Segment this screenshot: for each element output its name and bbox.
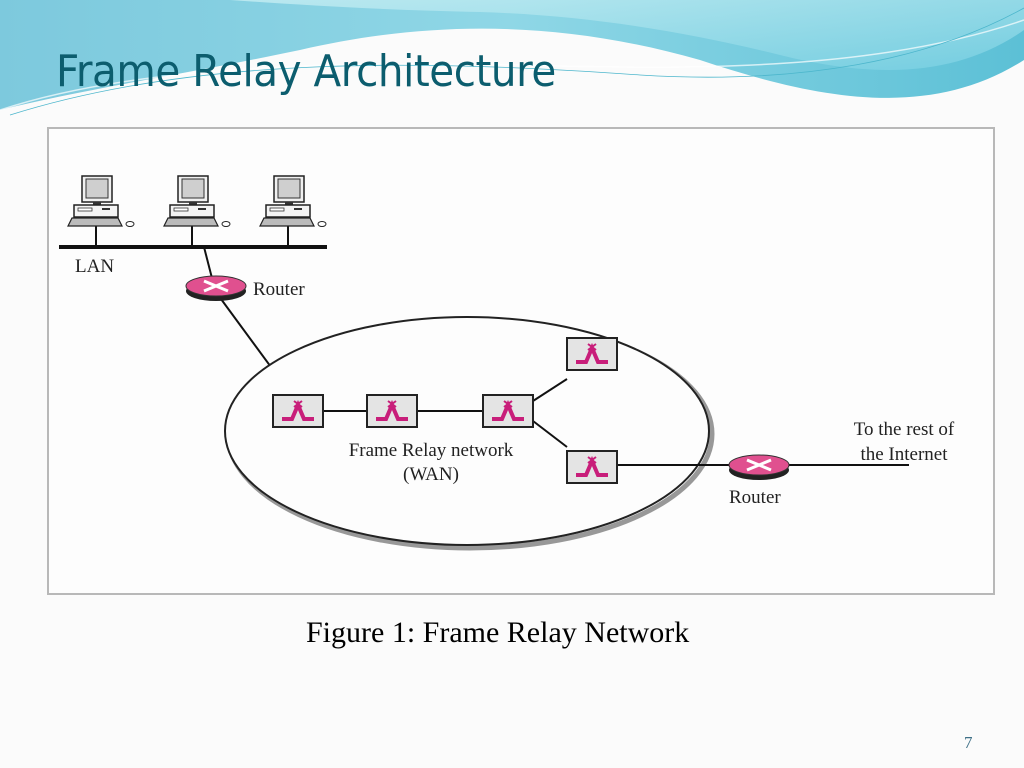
wan-cloud [224,316,710,546]
internet-label-line1: To the rest of [854,419,955,440]
network-label-line1: Frame Relay network [349,440,514,461]
slide-title: Frame Relay Architecture [56,46,556,97]
figure-caption: Figure 1: Frame Relay Network [306,616,690,649]
page-number: 7 [964,733,973,752]
frame-relay-switch-icon [565,449,619,485]
network-label-line2: (WAN) [403,464,459,485]
router-icon [727,453,791,482]
frame-relay-switch-icon [365,393,419,429]
frame-relay-switch-icon [565,336,619,372]
frame-relay-switch-icon [481,393,535,429]
internet-label-line2: the Internet [860,444,948,465]
computer-icon [259,175,327,228]
lan-label: LAN [75,256,114,277]
router-bottom-label: Router [729,487,781,508]
frame-relay-switch-icon [271,393,325,429]
computer-icon [67,175,135,228]
figure-frame: LAN Router Router Frame Relay network (W… [47,127,995,595]
frame-relay-diagram: LAN Router Router Frame Relay network (W… [59,175,955,551]
wave-highlight [230,0,1024,70]
router-icon [184,274,248,303]
computer-icon [163,175,231,228]
router-top-label: Router [253,279,305,300]
